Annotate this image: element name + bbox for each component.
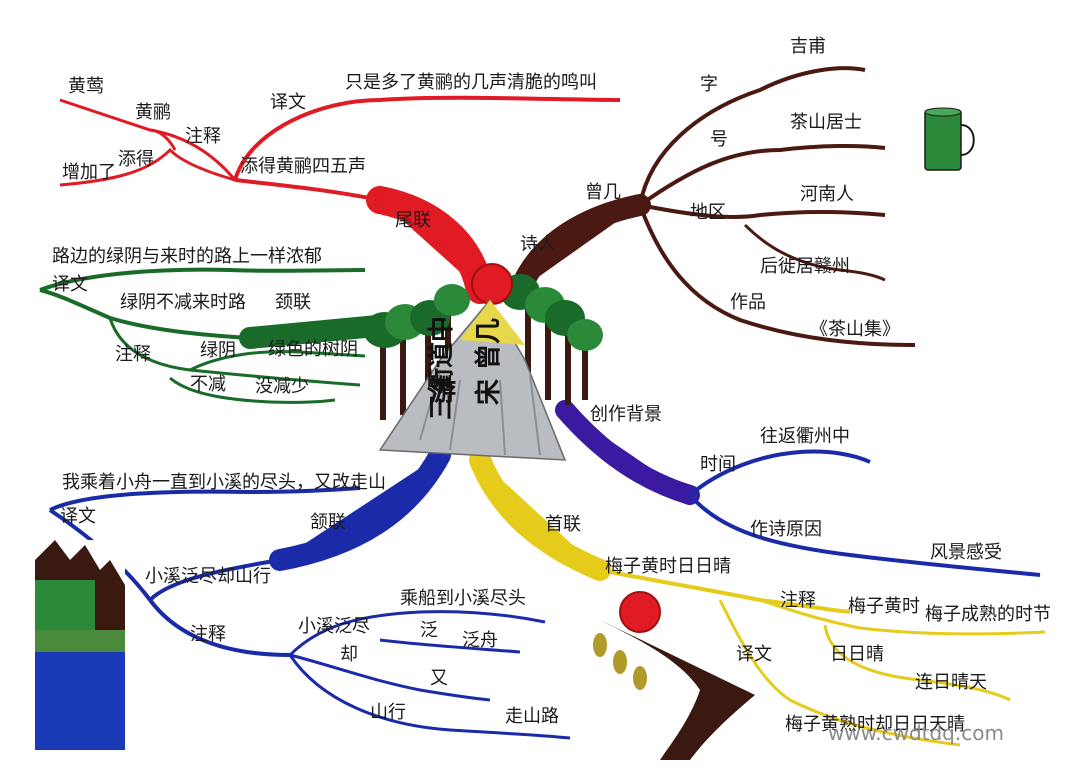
watermark: www.cwdtdq.com (828, 721, 1004, 745)
hanlian-note-term-2: 泛 (420, 620, 438, 641)
trees-right (500, 274, 603, 405)
hanlian-note-meaning-2: 泛舟 (462, 630, 498, 651)
jinglian-note-meaning-2: 没减少 (255, 376, 309, 397)
shoulian-note-term-1: 梅子黄时 (848, 596, 920, 617)
branch-shoulian: 首联 梅子黄时日日晴 注释 梅子黄时 梅子成熟的时节 日日晴 连日晴天 译文 梅… (469, 449, 1051, 747)
center-illustration: 游 三衢道中 宋 曾几 (363, 263, 603, 461)
background-reason-label: 作诗原因 (750, 519, 822, 540)
shoulian-note-meaning-2: 连日晴天 (915, 672, 987, 693)
shoulian-note-meaning-1: 梅子成熟的时节 (925, 604, 1051, 625)
background-label: 创作背景 (590, 404, 662, 425)
jinglian-translation-label: 译文 (52, 274, 88, 295)
shoulian-label: 首联 (545, 514, 581, 535)
branch-hanlian: 颔联 小溪泛尽却山行 译文 我乘着小舟一直到小溪的尽头，又改走山 注释 小溪泛尽… (48, 444, 571, 740)
sun-icon (471, 263, 513, 305)
center-title-line1: 游 (430, 377, 456, 407)
branch-author: 诗人 曾几 字 吉甫 号 茶山居士 地区 河南人 后徙居赣州 作品 《茶山集》 (509, 36, 916, 347)
background-trunk (555, 400, 700, 505)
weilian-translation: 只是多了黄鹂的几声清脆的鸣叫 (345, 72, 597, 93)
shoulian-note-term-2: 日日晴 (830, 644, 884, 665)
hanlian-poem-line: 小溪泛尽却山行 (145, 566, 271, 587)
hanlian-note-meaning-3: 又 (430, 668, 448, 689)
jinglian-translation: 路边的绿阴与来时的路上一样浓郁 (52, 246, 322, 267)
author-key-3: 地区 (690, 202, 726, 223)
shoulian-translation-label: 译文 (736, 644, 772, 665)
jinglian-note-term-1: 绿阴 (200, 340, 236, 361)
weilian-label: 尾联 (395, 210, 431, 231)
author-trunk (509, 194, 651, 301)
background-reason-value: 风景感受 (930, 542, 1002, 563)
plum-branch-icon (593, 591, 755, 760)
jinglian-note-meaning-1: 绿色的树阴 (268, 339, 358, 360)
trees-left (363, 284, 470, 420)
author-value-5: 《茶山集》 (810, 319, 900, 340)
branch-jinglian: 颈联 绿阴不减来时路 译文 路边的绿阴与来时的路上一样浓郁 注释 绿阴 绿色的树… (39, 246, 451, 404)
hanlian-note-meaning-4: 走山路 (505, 706, 559, 727)
author-key-5: 作品 (730, 292, 766, 313)
weilian-note-meaning-2: 增加了 (62, 162, 116, 183)
shoulian-translation: 梅子黄熟时却日日天晴 (785, 714, 965, 735)
shoulian-trunk (469, 449, 611, 581)
author-key-2: 号 (710, 129, 728, 150)
plum-fruit-icon (619, 591, 661, 633)
center-title-line2: 三衢道中 (426, 316, 457, 420)
hanlian-translation-label: 译文 (60, 506, 96, 527)
branch-background: 创作背景 时间 往返衢州中 作诗原因 风景感受 (555, 400, 1041, 577)
weilian-note-meaning-1: 黄莺 (68, 76, 104, 97)
center-author: 宋 曾几 (473, 318, 504, 405)
weilian-translation-label: 译文 (270, 92, 306, 113)
weilian-notes-label: 注释 (185, 126, 221, 147)
jinglian-poem-line: 绿阴不减来时路 (120, 292, 246, 313)
author-value-2: 茶山居士 (790, 112, 862, 133)
weilian-poem-line: 添得黄鹂四五声 (240, 156, 366, 177)
hanlian-label: 颔联 (310, 512, 346, 533)
weilian-note-term-2: 添得 (118, 149, 154, 170)
author-key-1: 字 (700, 74, 718, 95)
author-name: 曾几 (585, 182, 621, 203)
author-value-1: 吉甫 (790, 36, 826, 57)
hanlian-note-term-1: 小溪泛尽 (298, 616, 370, 637)
author-value-3: 河南人 (800, 184, 854, 205)
jinglian-note-term-2: 不减 (190, 374, 226, 395)
jinglian-label: 颈联 (275, 292, 311, 313)
hanlian-note-term-4: 山行 (370, 702, 406, 723)
author-value-4: 后徙居赣州 (760, 256, 850, 277)
hanlian-note-term-3: 却 (340, 644, 358, 665)
background-time-value: 往返衢州中 (760, 426, 850, 447)
cup-icon (924, 107, 975, 171)
hanlian-trunk (269, 444, 451, 571)
background-time-label: 时间 (700, 454, 736, 475)
shoulian-poem-line: 梅子黄时日日晴 (605, 556, 731, 577)
hanlian-note-meaning-1: 乘船到小溪尽头 (400, 588, 526, 609)
shoulian-notes-label: 注释 (780, 590, 816, 611)
hanlian-translation: 我乘着小舟一直到小溪的尽头，又改走山 (62, 472, 386, 493)
hanlian-notes-label: 注释 (190, 624, 226, 645)
jinglian-notes-label: 注释 (115, 344, 151, 365)
weilian-note-term-1: 黄鹂 (135, 102, 171, 123)
landscape-icon (35, 540, 125, 750)
author-label: 诗人 (520, 234, 556, 255)
weilian-line (234, 178, 381, 202)
